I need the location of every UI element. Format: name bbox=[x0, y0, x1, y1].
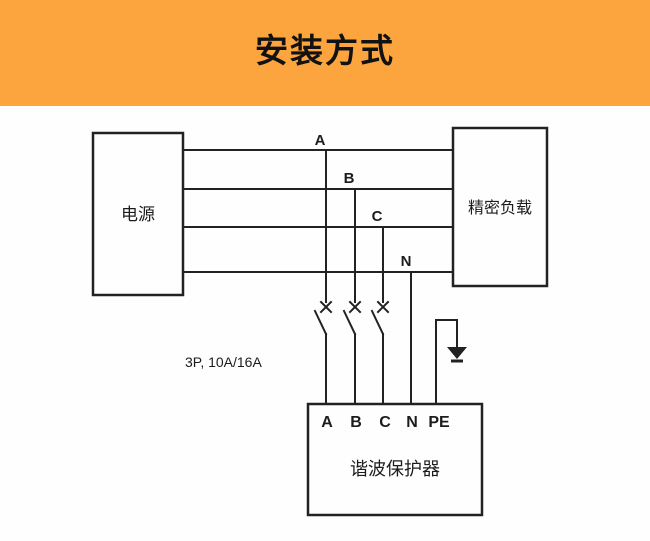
bus-label-c: C bbox=[372, 208, 383, 225]
bus-wires bbox=[182, 149, 454, 273]
power-source-box bbox=[91, 131, 185, 297]
title-banner: 安装方式 bbox=[0, 0, 650, 106]
earth-ground-icon bbox=[447, 347, 467, 363]
page-title: 安装方式 bbox=[255, 32, 395, 69]
breaker-switch-icon bbox=[342, 300, 362, 336]
phase-a-branch bbox=[313, 149, 333, 405]
bus-label-a: A bbox=[315, 132, 326, 149]
terminal-label-n: C bbox=[379, 414, 391, 431]
bus-label-n: N bbox=[401, 253, 412, 270]
terminal-label-a: A bbox=[321, 414, 333, 431]
harmonic-protector-box bbox=[306, 402, 484, 517]
pe-branch bbox=[435, 319, 467, 405]
breaker-switch-icon bbox=[313, 300, 333, 336]
bus-label-b: B bbox=[344, 170, 355, 187]
precision-load-box bbox=[451, 126, 549, 288]
phase-c-branch bbox=[370, 226, 390, 405]
breaker-spec-note: 3P, 10A/16A bbox=[185, 354, 262, 370]
harmonic-protector-label: 谐波保护器 bbox=[350, 459, 440, 479]
terminal-label-pe: PE bbox=[428, 414, 450, 431]
breaker-switch-icon bbox=[370, 300, 390, 336]
power-source-label: 电源 bbox=[121, 205, 155, 224]
precision-load-label: 精密负载 bbox=[468, 199, 532, 217]
terminal-label-b: B bbox=[350, 414, 362, 431]
phase-b-branch bbox=[342, 188, 362, 405]
terminal-label-n: N bbox=[406, 414, 418, 431]
